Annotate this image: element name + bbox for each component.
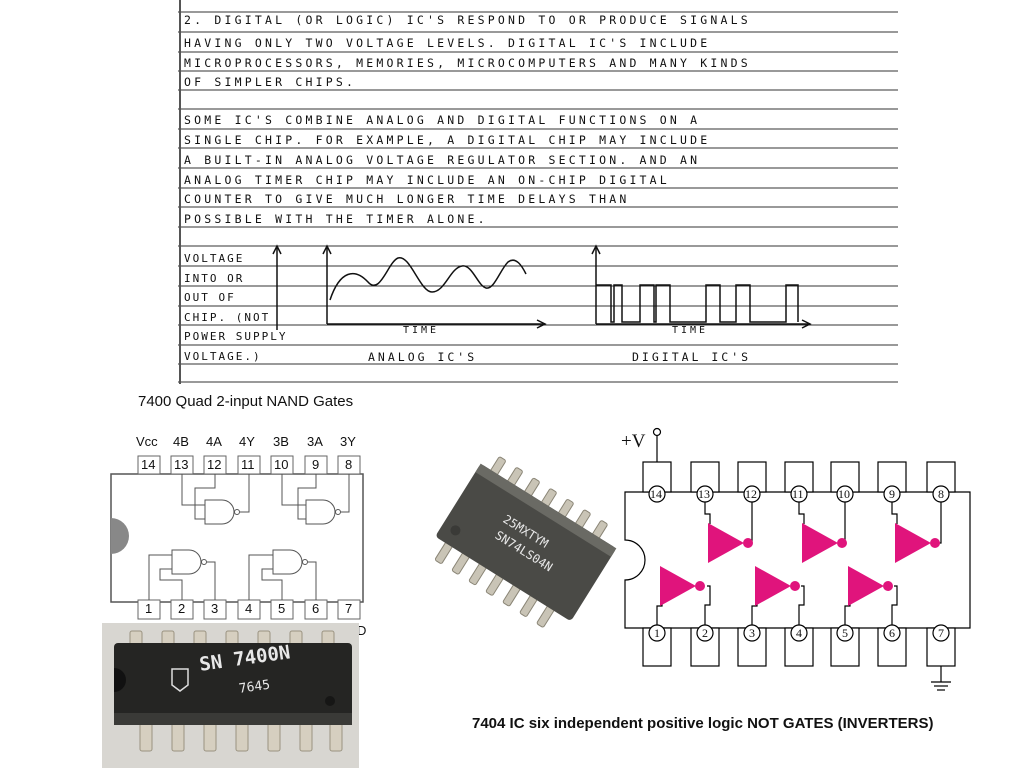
analog-waveform — [329, 257, 527, 301]
nand-pin-2: 2 — [178, 601, 186, 616]
inverter-gate-2 — [802, 523, 838, 563]
inverter-pin-9: 9 — [889, 487, 895, 501]
notes-paragraph1-line1: 2. DIGITAL (OR LOGIC) IC'S RESPOND TO OR… — [184, 13, 751, 27]
notes-paragraph2-line4: ANALOG TIMER CHIP MAY INCLUDE AN ON-CHIP… — [184, 173, 670, 187]
nand-pin-10: 10 — [274, 457, 289, 472]
nand-partial-glyph: D — [357, 623, 367, 638]
analog-ics-caption: ANALOG IC'S — [368, 350, 478, 364]
notes-paragraph2-line2: SINGLE CHIP. FOR EXAMPLE, A DIGITAL CHIP… — [184, 133, 711, 147]
nand-pin-5: 5 — [278, 601, 286, 616]
inverter-chip-body — [624, 491, 971, 629]
inverter-bubble-1 — [743, 538, 753, 548]
digital-ics-caption: DIGITAL IC'S — [632, 350, 752, 364]
voltage-label-line6: VOLTAGE.) — [184, 350, 262, 363]
analog-time-label: TIME — [403, 325, 440, 336]
nand-pin-14: 14 — [141, 457, 156, 472]
nand-pin-4: 4 — [245, 601, 253, 616]
nand-pin-9: 9 — [312, 457, 320, 472]
inverter-bubble-5 — [790, 581, 800, 591]
inverter-pin-2: 2 — [702, 626, 708, 640]
notes-paragraph2-line5: COUNTER TO GIVE MUCH LONGER TIME DELAYS … — [184, 192, 630, 206]
nand-pin-12: 12 — [207, 457, 222, 472]
inverter-bubble-4 — [695, 581, 705, 591]
inverter-diagram-caption: 7404 IC six independent positive logic N… — [472, 715, 934, 732]
inverter-gate-5 — [755, 566, 791, 606]
inverter-pin-7: 7 — [938, 626, 944, 640]
voltage-label-line2: INTO OR — [184, 272, 245, 285]
inverter-gate-6 — [848, 566, 884, 606]
chip2-graphic — [114, 630, 352, 752]
notes-paragraph2-line3: A BUILT-IN ANALOG VOLTAGE REGULATOR SECT… — [184, 153, 701, 167]
ti-logo — [171, 668, 189, 692]
nand-gate-2 — [272, 549, 303, 575]
notes-paragraph1-line4: OF SIMPLER CHIPS. — [184, 75, 357, 89]
inverter-bubble-2 — [837, 538, 847, 548]
inverter-pin-1: 1 — [654, 626, 660, 640]
voltage-label-line4: CHIP. (NOT — [184, 311, 271, 324]
inverter-pin-14: 14 — [650, 487, 662, 501]
inverter-bubble-3 — [930, 538, 940, 548]
chip-photo-sn74ls04n — [434, 456, 617, 628]
nand-pin-1: 1 — [145, 601, 153, 616]
voltage-label-line1: VOLTAGE — [184, 252, 245, 265]
inverter-pin-3: 3 — [749, 626, 755, 640]
chip-photo-sn7400n — [102, 623, 359, 768]
nand-gate-1 — [171, 549, 202, 575]
nand-chip-notch — [111, 518, 129, 554]
inverter-gate-3 — [895, 523, 931, 563]
nand-gate-4 — [204, 499, 235, 525]
ruled-lines — [178, 11, 898, 383]
inverter-gate-1 — [708, 523, 744, 563]
digital-waveform — [596, 284, 799, 323]
digital-time-label: TIME — [672, 325, 709, 336]
voltage-label-line5: POWER SUPPLY — [184, 330, 288, 343]
nand-label-3y: 3Y — [340, 434, 356, 449]
inverter-pin-4: 4 — [796, 626, 802, 640]
notes-paragraph1-line3: MICROPROCESSORS, MEMORIES, MICROCOMPUTER… — [184, 56, 751, 70]
nand-pin-7: 7 — [345, 601, 353, 616]
chip1-body — [436, 465, 615, 620]
inverter-pin-13: 13 — [698, 487, 710, 501]
chip2-body — [114, 643, 352, 725]
nand-label-4b: 4B — [173, 434, 189, 449]
nand-gate-3 — [305, 499, 336, 525]
nand-pin-6: 6 — [312, 601, 320, 616]
inverter-pin-12: 12 — [745, 487, 757, 501]
nand-label-3a: 3A — [307, 434, 323, 449]
inverter-pin-6: 6 — [889, 626, 895, 640]
notes-paragraph2-line6: POSSIBLE WITH THE TIMER ALONE. — [184, 212, 488, 226]
nand-label-3b: 3B — [273, 434, 289, 449]
inverter-bubble-6 — [883, 581, 893, 591]
nand-label-4a: 4A — [206, 434, 222, 449]
nand-pin-8: 8 — [345, 457, 353, 472]
inverter-supply-label: +V — [621, 431, 646, 452]
nand-pin-11: 11 — [241, 457, 255, 472]
inverter-pin-5: 5 — [842, 626, 848, 640]
voltage-label-line3: OUT OF — [184, 291, 236, 304]
nand-diagram-title: 7400 Quad 2-input NAND Gates — [138, 393, 354, 410]
notes-margin-line — [179, 0, 181, 384]
nand-pin-13: 13 — [174, 457, 189, 472]
nand-pin-3: 3 — [211, 601, 219, 616]
inverter-pin-8: 8 — [938, 487, 944, 501]
notes-paragraph2-line1: SOME IC'S COMBINE ANALOG AND DIGITAL FUN… — [184, 113, 701, 127]
notes-paragraph1-line2: HAVING ONLY TWO VOLTAGE LEVELS. DIGITAL … — [184, 36, 711, 50]
inverter-gate-4 — [660, 566, 696, 606]
nand-label-vcc: Vcc — [136, 434, 158, 449]
inverter-pin-11: 11 — [792, 487, 804, 501]
nand-label-4y: 4Y — [239, 434, 255, 449]
inverter-pin-10: 10 — [838, 487, 850, 501]
signal-graphs — [272, 244, 812, 330]
handwritten-notes-page — [176, 0, 898, 384]
